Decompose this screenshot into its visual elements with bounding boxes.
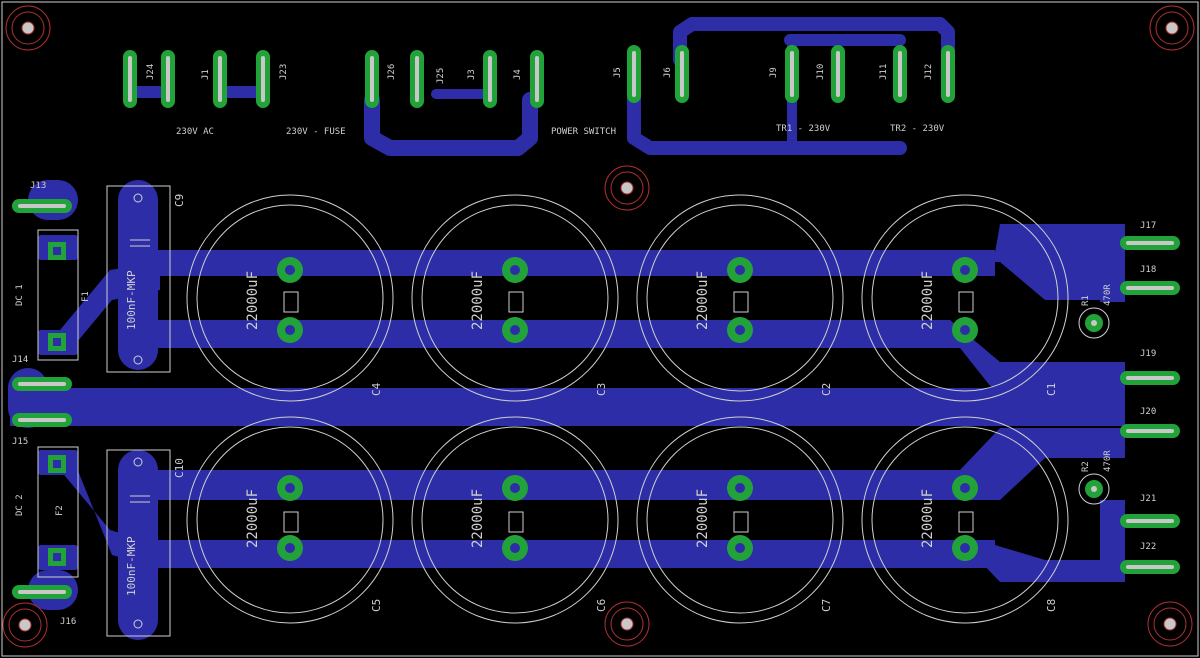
label-230v-fuse: 230V - FUSE — [286, 127, 346, 137]
label-j12: J12 — [924, 64, 934, 80]
label-c5: C5 — [370, 599, 383, 612]
label-f2: F2 — [55, 505, 65, 516]
capacitor-outlines — [37, 185, 1069, 637]
label-r2: R2 — [1081, 461, 1091, 472]
label-r2-value: 470R — [1103, 450, 1113, 472]
label-cap-value-4: 22000uF — [920, 271, 936, 330]
label-j20: J20 — [1140, 407, 1156, 417]
label-j6: J6 — [663, 67, 673, 78]
label-j14: J14 — [12, 355, 28, 365]
label-mkp-bottom: 100nF-MKP — [125, 536, 138, 596]
label-f1: F1 — [81, 291, 91, 302]
label-j22: J22 — [1140, 542, 1156, 552]
label-j5: J5 — [613, 67, 623, 78]
label-c6: C6 — [595, 599, 608, 612]
label-cap-value-6: 22000uF — [470, 489, 486, 548]
label-c8: C8 — [1045, 599, 1058, 612]
label-cap-value-3: 22000uF — [695, 271, 711, 330]
label-j16: J16 — [60, 617, 76, 627]
label-j13: J13 — [30, 181, 46, 191]
label-cap-value-2: 22000uF — [470, 271, 486, 330]
label-j4: J4 — [513, 69, 523, 80]
label-j24: J24 — [146, 64, 156, 80]
label-j17: J17 — [1140, 221, 1156, 231]
label-c4: C4 — [370, 382, 383, 396]
label-c9: C9 — [173, 194, 186, 207]
silkscreen-text: 230V AC 230V - FUSE POWER SWITCH TR1 - 2… — [12, 64, 1156, 627]
label-cap-value-1: 22000uF — [245, 271, 261, 330]
label-c3: C3 — [595, 383, 608, 396]
label-c10: C10 — [173, 458, 186, 478]
label-r1: R1 — [1081, 295, 1091, 306]
pads — [12, 45, 1180, 629]
label-j18: J18 — [1140, 265, 1156, 275]
polarity-marks — [130, 239, 974, 533]
label-tr2: TR2 - 230V — [890, 124, 945, 134]
label-c7: C7 — [820, 599, 833, 612]
label-power-switch: POWER SWITCH — [551, 127, 616, 137]
label-230v-ac: 230V AC — [176, 127, 214, 137]
label-j9: J9 — [769, 67, 779, 78]
label-mkp-top: 100nF-MKP — [125, 270, 138, 330]
label-cap-value-5: 22000uF — [245, 489, 261, 548]
label-cap-value-7: 22000uF — [695, 489, 711, 548]
label-c2: C2 — [820, 383, 833, 396]
label-dc1: DC 1 — [15, 284, 25, 306]
label-j19: J19 — [1140, 349, 1156, 359]
label-j15: J15 — [12, 437, 28, 447]
label-cap-value-8: 22000uF — [920, 489, 936, 548]
label-j11: J11 — [879, 64, 889, 80]
label-tr1: TR1 - 230V — [776, 124, 831, 134]
label-j25: J25 — [436, 68, 446, 84]
label-j21: J21 — [1140, 494, 1156, 504]
label-j26: J26 — [387, 64, 397, 80]
label-r1-value: 470R — [1103, 284, 1113, 306]
label-j1: J1 — [201, 69, 211, 80]
label-c1: C1 — [1045, 383, 1058, 396]
label-j23: J23 — [279, 64, 289, 80]
label-dc2: DC 2 — [15, 494, 25, 516]
label-j10: J10 — [816, 64, 826, 80]
label-j3: J3 — [467, 69, 477, 80]
mounting-holes — [2, 5, 1195, 648]
